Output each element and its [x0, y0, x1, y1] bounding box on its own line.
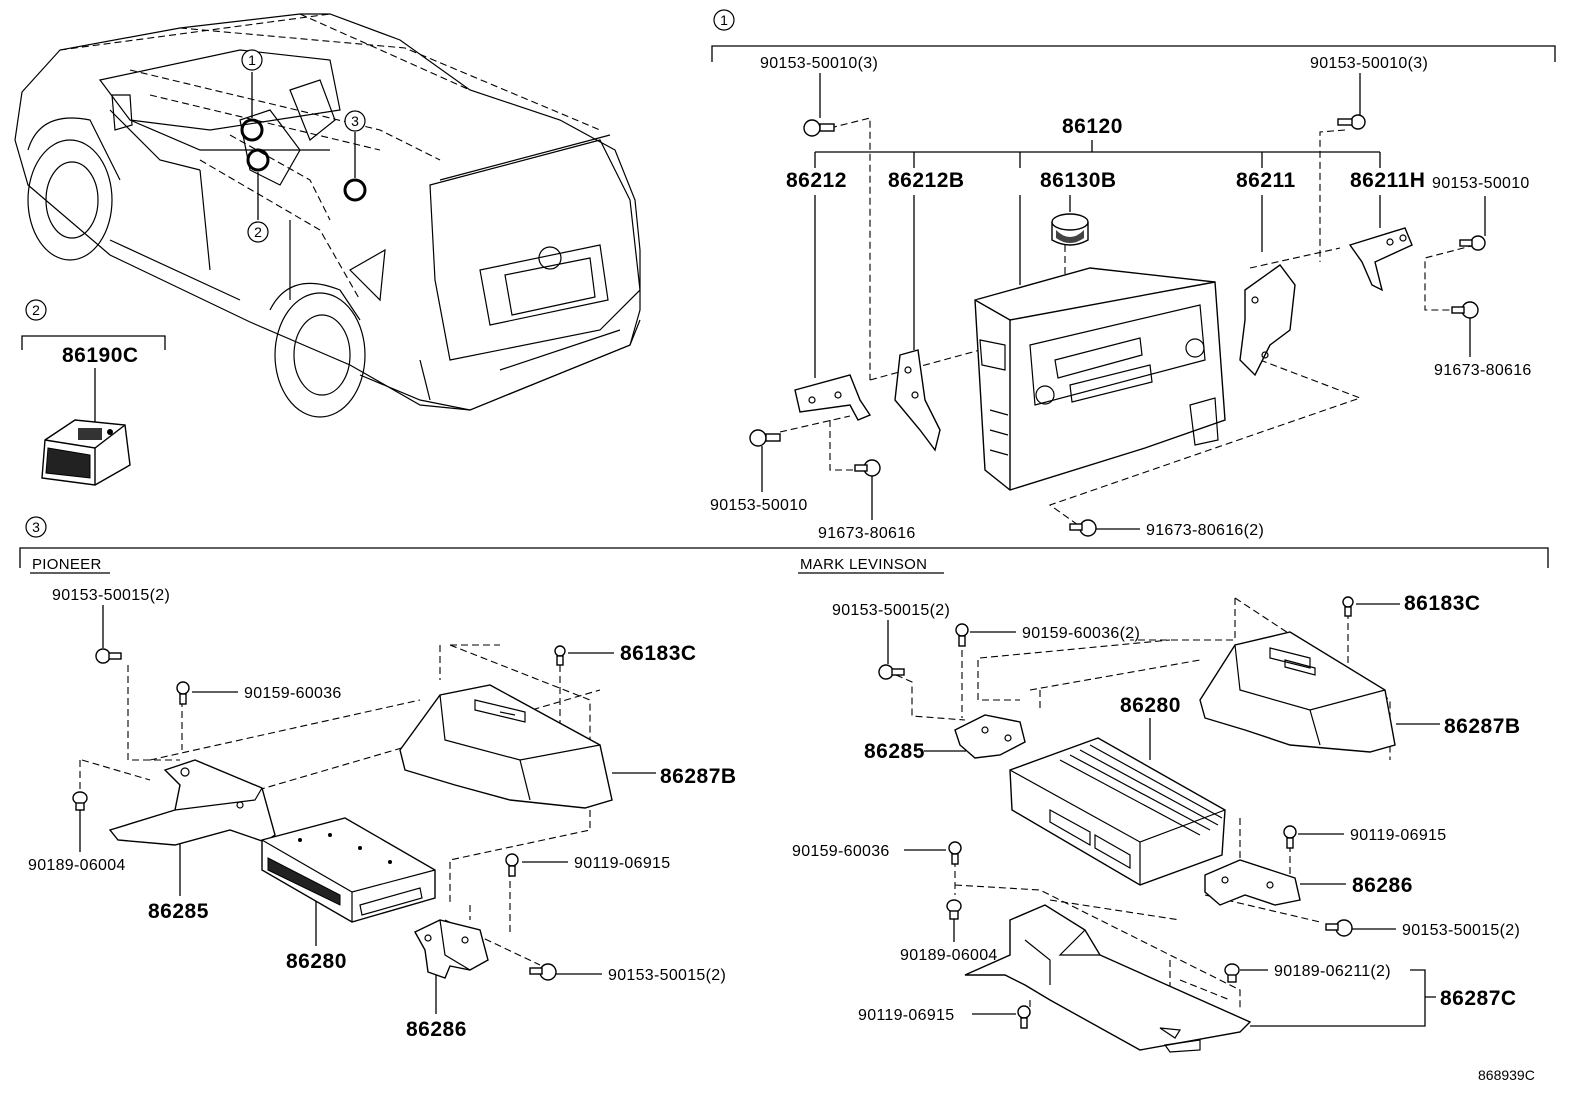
- p-label-amp: 86280: [286, 950, 347, 973]
- m-label-bolt-tl: 90153-50015(2): [832, 602, 950, 619]
- bracket-86211: [1239, 264, 1296, 377]
- label-86211H: 86211H: [1350, 169, 1425, 192]
- p-bracket-86285: [108, 759, 276, 846]
- bracket-86211H: [1348, 227, 1413, 292]
- m-label-cover: 86287B: [1444, 715, 1521, 738]
- bolt-tl: [803, 119, 835, 137]
- p-cover-86287B: [399, 684, 613, 809]
- m-bolt-2: [955, 623, 969, 647]
- m-label-clip-br: 90189-06211(2): [1274, 963, 1391, 980]
- label-screw-r: 91673-80616: [1434, 362, 1532, 379]
- label-screw-b: 91673-80616(2): [1146, 522, 1264, 539]
- label-bolt-bl: 90153-50010: [710, 497, 808, 514]
- m-label-bolt-bl: 90119-06915: [858, 1007, 954, 1024]
- m-label-bolt-r: 90119-06915: [1350, 827, 1446, 844]
- m-cover-86287C: [964, 904, 1252, 1053]
- bolt-r: [1459, 235, 1486, 251]
- p-bolt-2: [176, 681, 190, 705]
- m-clip-br: [1224, 963, 1240, 983]
- label-86212B: 86212B: [888, 169, 965, 192]
- group-1: 1 90153-50010(3) 90153-50010(3) 86120 86…: [710, 9, 1556, 542]
- m-bolt-tl: [878, 664, 905, 680]
- label-bolt-tl: 90153-50010(3): [760, 55, 878, 72]
- screw-bl: [854, 459, 881, 477]
- m-label-bracket-r: 86286: [1352, 874, 1413, 897]
- group-3-callout: 3: [32, 519, 40, 535]
- group-2: 2 86190C: [21, 299, 166, 486]
- location-ring-3: [343, 178, 367, 202]
- vehicle-callout-1: 1: [248, 52, 256, 68]
- m-label-bolt-br: 90153-50015(2): [1402, 922, 1520, 939]
- label-86211: 86211: [1236, 169, 1296, 192]
- label-bolt-tr: 90153-50010(3): [1310, 55, 1428, 72]
- label-86190C: 86190C: [62, 344, 139, 367]
- label-86120: 86120: [1062, 115, 1123, 138]
- p-label-bracket-l: 86285: [148, 900, 209, 923]
- m-bolt-l: [948, 841, 962, 865]
- vehicle-callout-3: 3: [351, 113, 359, 129]
- bolt-bl: [749, 429, 781, 447]
- m-label-cover-b: 86287C: [1440, 987, 1517, 1010]
- navigation-unit-86190C: [41, 419, 131, 486]
- m-clip-top: [1342, 596, 1354, 617]
- p-label-bolt-r: 90119-06915: [574, 855, 670, 872]
- bolt-tr: [1337, 114, 1366, 130]
- p-label-bolt-tl: 90153-50015(2): [52, 587, 170, 604]
- m-label-clip-l: 90189-06004: [900, 947, 998, 964]
- m-bracket-86285: [954, 714, 1026, 759]
- p-bolt-br: [529, 963, 557, 981]
- bracket-86212: [794, 374, 872, 421]
- location-ring-2: [246, 148, 270, 172]
- m-bracket-86286: [1204, 859, 1301, 906]
- p-label-cover: 86287B: [660, 765, 737, 788]
- m-bolt-bl: [1017, 1005, 1031, 1029]
- p-clip-l: [72, 791, 88, 811]
- p-label-clip-l: 90189-06004: [28, 857, 126, 874]
- p-bracket-86286: [414, 919, 489, 979]
- m-label-clip-top: 86183C: [1404, 592, 1481, 615]
- location-ring-1: [240, 118, 264, 142]
- group-3: 3 PIONEER 90153-50015(2) 90159-60036 861…: [19, 516, 1549, 1053]
- screw-b: [1069, 519, 1097, 537]
- p-amp-86280: [261, 817, 436, 923]
- pioneer-section: PIONEER 90153-50015(2) 90159-60036 86183…: [28, 556, 737, 1041]
- p-label-bolt-br: 90153-50015(2): [608, 967, 726, 984]
- pioneer-title: PIONEER: [32, 556, 102, 573]
- p-bolt-tl: [95, 648, 122, 664]
- bracket-86212B: [894, 349, 941, 452]
- m-label-bracket-l: 86285: [864, 740, 925, 763]
- knob-86130B: [1051, 213, 1089, 246]
- label-bolt-r: 90153-50010: [1432, 175, 1530, 192]
- p-label-bracket-r: 86286: [406, 1018, 467, 1041]
- group-2-callout: 2: [32, 302, 40, 318]
- m-label-bolt-2: 90159-60036(2): [1022, 625, 1140, 642]
- p-bolt-r: [505, 853, 519, 877]
- group-1-callout: 1: [720, 12, 728, 28]
- m-clip-l: [946, 899, 962, 920]
- mark-levinson-section: MARK LEVINSON 90153-50015(2) 90159-60036…: [792, 556, 1521, 1053]
- mark-levinson-title: MARK LEVINSON: [800, 556, 927, 573]
- m-bolt-br: [1325, 919, 1353, 937]
- vehicle-callout-2: 2: [254, 224, 262, 240]
- vehicle-illustration: 1 2 3: [14, 13, 641, 418]
- label-screw-bl: 91673-80616: [818, 525, 916, 542]
- label-86212: 86212: [786, 169, 847, 192]
- m-cover-86287B: [1199, 631, 1396, 753]
- p-clip-top: [554, 645, 566, 666]
- m-label-amp: 86280: [1120, 694, 1181, 717]
- label-86130B: 86130B: [1040, 169, 1117, 192]
- head-unit-86120: [974, 267, 1226, 491]
- m-bolt-r: [1283, 825, 1297, 849]
- m-label-bolt-l: 90159-60036: [792, 843, 890, 860]
- p-label-bolt-2: 90159-60036: [244, 685, 342, 702]
- p-label-clip-top: 86183C: [620, 642, 697, 665]
- diagram-code: 868939C: [1478, 1067, 1535, 1083]
- screw-r: [1451, 301, 1479, 319]
- m-amp-86280: [1009, 737, 1226, 886]
